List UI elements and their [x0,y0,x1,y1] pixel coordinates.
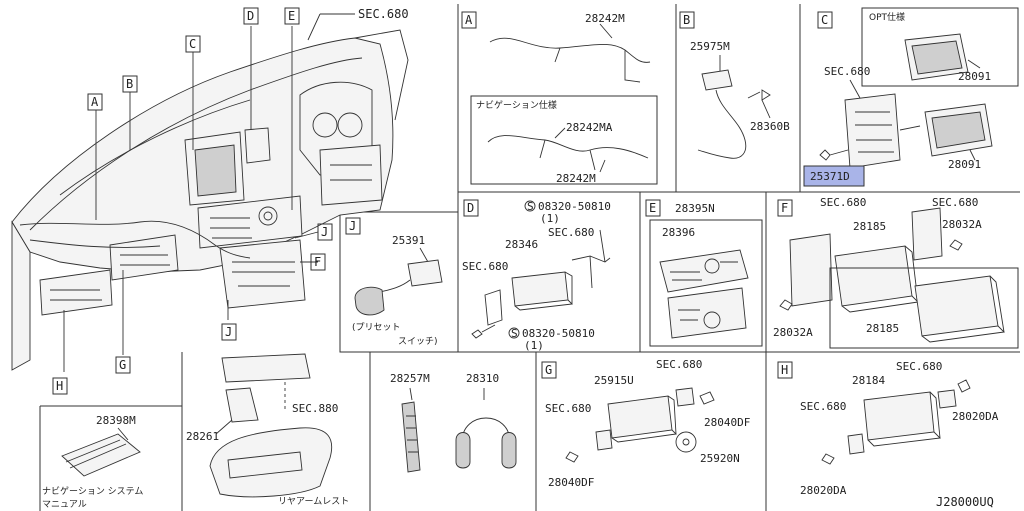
svg-text:S: S [527,200,534,213]
callout-a: A [91,95,99,109]
panel-h-letter: H [781,363,788,377]
callout-h: H [56,379,63,393]
panel-d-bolt-2: 08320-50810 [522,327,595,340]
panel-e-part-2: 28396 [662,226,695,239]
panel-a-part-3: 28242M [556,172,596,185]
panel-g-sec-1: SEC.680 [545,402,591,415]
dashboard-assembly [11,13,409,372]
panel-c-opt-label: OPT仕様 [869,11,905,23]
panel-a-subbox-title: ナビゲーション仕様 [476,99,557,111]
panel-d-bolt-1: 08320-50810 [538,200,611,213]
panel-c: C OPT仕様 28091 SEC.680 28091 25371D [803,7,1019,187]
callout-d: D [247,9,254,23]
panel-c-letter: C [821,13,828,27]
panel-f-sec-2: SEC.680 [932,196,978,209]
panel-b-part-1: 25975M [690,40,730,53]
panel-d-part: 28346 [505,238,538,251]
callout-c: C [189,37,196,51]
panel-armrest-sec: SEC.880 [292,402,338,415]
panel-d: D S 08320-50810 (1) 28346 SEC.680 SEC.68… [462,199,611,352]
panel-h-part-3: 28020DA [800,484,847,497]
panel-g-part-4: 28040DF [548,476,594,489]
panel-d-qty-2: (1) [524,339,544,352]
panel-g-sec-2: SEC.680 [656,358,702,371]
panel-e: E 28395N 28396 [645,199,763,347]
panel-d-sec-1: SEC.680 [462,260,508,273]
callout-g: G [119,358,126,372]
panel-d-sec-2: SEC.680 [548,226,594,239]
panel-e-letter: E [649,201,656,215]
panel-g-part-3: 25920N [700,452,740,465]
panel-g-part-2: 28040DF [704,416,750,429]
panel-manual: 28398M ナビゲーション システム マニュアル [42,414,143,510]
panel-g: G SEC.680 25915U SEC.680 28040DF 25920N … [541,358,750,489]
callout-e: E [288,9,295,23]
panel-manual-caption-1: ナビゲーション システム [42,485,143,497]
main-text: A B C D E F G H J J SEC.680 [56,7,409,393]
panel-b-part-2: 28360B [750,120,790,133]
panel-j-caption-2: スイッチ) [398,336,438,347]
panel-a-part-1: 28242M [585,12,625,25]
diagram-code: J28000UQ [936,495,994,509]
panel-armrest-caption: リヤアームレスト [278,496,349,507]
panel-j: J 25391 (プリセット スイッチ) [345,217,443,347]
panel-d-qty-1: (1) [540,212,560,225]
panel-remote-part-1: 28257M [390,372,430,385]
callout-j-1: J [321,225,328,239]
callout-f: F [314,255,321,269]
panel-j-caption-1: (プリセット [352,322,401,333]
panel-a-part-2: 28242MA [566,121,613,134]
panel-g-part-1: 25915U [594,374,634,387]
panel-c-part-2: 28091 [948,158,981,171]
panel-f-part-3: 28032A [773,326,813,339]
panel-h-sec-2: SEC.680 [896,360,942,373]
panel-j-part: 25391 [392,234,425,247]
panel-f-part-2: 28032A [942,218,982,231]
panel-c-opt-part: 28091 [958,70,991,83]
panel-f-part-1: 28185 [853,220,886,233]
panel-h-part-2: 28020DA [952,410,999,423]
panel-f-letter: F [781,201,788,215]
panel-c-part-highlight: 25371D [810,170,850,183]
panel-f-part-4: 28185 [866,322,899,335]
callout-j-2: J [225,325,232,339]
panel-b: B 25975M 28360B [679,11,790,159]
panel-armrest: 28261 SEC.880 リヤアームレスト [186,353,349,507]
panel-h-part-1: 28184 [852,374,885,387]
panel-f-sec-1: SEC.680 [820,196,866,209]
panel-remote-part-2: 28310 [466,372,499,385]
panel-a: A 28242M ナビゲーション仕様 28242MA 28242M [461,11,658,185]
panel-e-part-1: 28395N [675,202,715,215]
panel-h-sec-1: SEC.680 [800,400,846,413]
main-sec-label: SEC.680 [358,7,409,21]
panel-c-sec: SEC.680 [824,65,870,78]
panel-frames [39,4,1020,511]
panel-g-letter: G [545,363,552,377]
svg-text:S: S [511,327,518,340]
callout-b: B [126,77,133,91]
main-callouts [52,7,333,395]
panel-remote: 28257M 28310 [390,372,517,473]
panel-a-letter: A [465,13,473,27]
panel-h: H SEC.680 28184 SEC.680 28020DA 28020DA [777,360,999,497]
panel-manual-part: 28398M [96,414,136,427]
panel-manual-caption-2: マニュアル [42,500,87,510]
panel-d-letter: D [467,201,474,215]
panel-f: F SEC.680 SEC.680 28185 28032A 28032A 28… [773,196,1019,349]
panel-armrest-part: 28261 [186,430,219,443]
panel-b-letter: B [683,13,690,27]
panel-j-letter: J [349,219,356,233]
